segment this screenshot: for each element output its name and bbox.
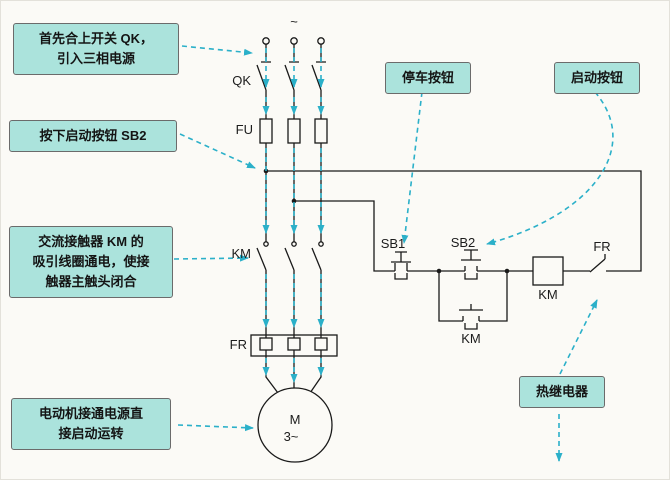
arrow-step1-pointer bbox=[181, 45, 253, 56]
fr-contact-symbol bbox=[589, 254, 606, 273]
label-sb2: SB2 bbox=[451, 235, 476, 250]
power-supply-terminals bbox=[262, 37, 325, 45]
label-km-main: KM bbox=[232, 246, 252, 261]
callout-step1: 首先合上开关 QK， 引入三相电源 bbox=[13, 23, 179, 76]
arrow-step4-pointer bbox=[177, 424, 254, 432]
label-supply-tilde: ~ bbox=[290, 14, 298, 29]
arrow-stop-button-pointer bbox=[401, 91, 423, 244]
km-aux-contact-symbol bbox=[459, 304, 483, 330]
label-km-aux: KM bbox=[461, 331, 481, 346]
callout-thermal-relay: 热继电器 bbox=[519, 376, 605, 409]
callout-start-button: 启动按钮 bbox=[554, 62, 640, 95]
callout-pointer-arrows bbox=[173, 45, 614, 462]
label-motor-m: M bbox=[290, 412, 301, 427]
label-km-coil: KM bbox=[538, 287, 558, 302]
start-button-sb2-symbol bbox=[461, 249, 481, 280]
arrow-thermal-relay-pointer bbox=[559, 299, 598, 375]
label-sb1: SB1 bbox=[381, 236, 406, 251]
fuse-fu-symbols bbox=[259, 118, 328, 144]
callout-stop-button: 停车按钮 bbox=[385, 62, 471, 95]
junction-dots bbox=[263, 168, 510, 274]
arrow-step2-pointer bbox=[179, 133, 256, 169]
thermal-relay-fr-element bbox=[250, 334, 338, 357]
label-fu: FU bbox=[236, 122, 253, 137]
arrow-start-button-pointer bbox=[486, 91, 614, 246]
stop-button-sb1-symbol bbox=[391, 251, 411, 280]
component-labels: ~ QK FU KM FR SB1 SB2 KM FR KM M 3~ bbox=[230, 14, 611, 444]
km-coil-symbol bbox=[532, 256, 564, 286]
callout-step4: 电动机接通电源直 接启动运转 bbox=[11, 398, 171, 451]
callout-step3: 交流接触器 KM 的 吸引线圈通电，使接 触器主触头闭合 bbox=[9, 226, 173, 299]
arrow-step3-pointer bbox=[173, 254, 249, 262]
label-fr-main: FR bbox=[230, 337, 247, 352]
current-flow-arrows bbox=[262, 48, 325, 383]
motor-circle bbox=[257, 387, 333, 463]
label-motor-phase: 3~ bbox=[284, 429, 299, 444]
contactor-km-main-contacts bbox=[263, 241, 324, 247]
label-qk: QK bbox=[232, 73, 251, 88]
label-fr-contact: FR bbox=[593, 239, 610, 254]
callout-step2: 按下启动按钮 SB2 bbox=[9, 120, 177, 153]
